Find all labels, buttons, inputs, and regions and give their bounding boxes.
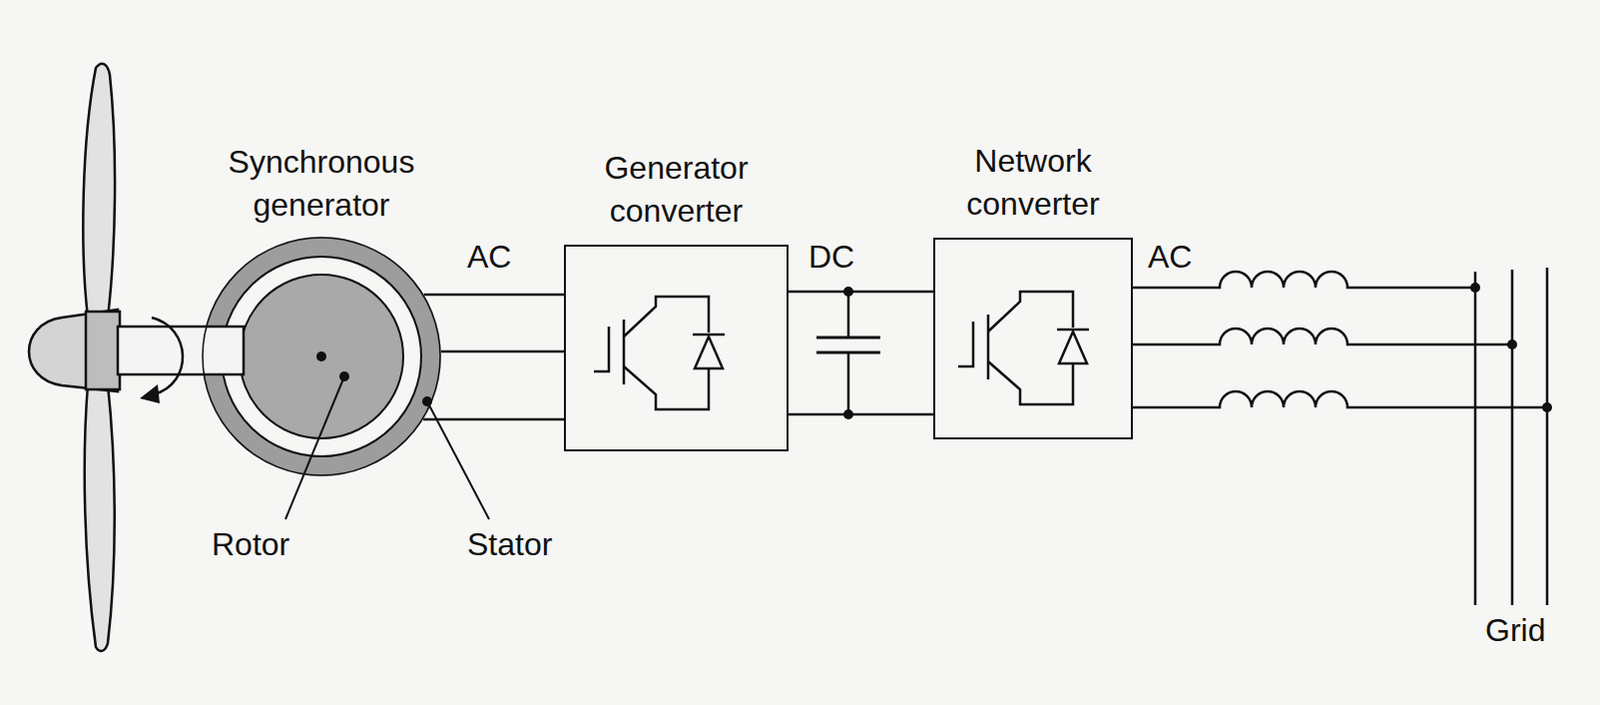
igbt-symbol-part — [694, 336, 723, 369]
ac-wires-part — [1132, 391, 1548, 408]
part-label: AC — [1147, 237, 1192, 276]
igbt-symbol-part — [623, 366, 709, 410]
part-label: Rotor — [211, 525, 290, 563]
igbt-symbol-part — [1059, 331, 1087, 364]
arrow-head — [139, 384, 160, 404]
capacitor — [816, 291, 881, 415]
junction-dot — [1470, 282, 1481, 293]
generator-node: Synchronous generator — [201, 236, 442, 477]
igbt-symbol-part — [988, 291, 1073, 332]
capacitor-part — [847, 352, 851, 415]
grid-busbars-part — [1474, 271, 1478, 605]
capacitor-part — [847, 291, 851, 338]
node-heading: Synchronous generator — [228, 140, 416, 227]
rotor-centre — [316, 351, 327, 362]
igbt-symbol-part — [692, 333, 725, 337]
wire — [441, 350, 564, 354]
part-label: Stator — [467, 525, 552, 563]
wire-label: AC — [467, 237, 512, 276]
connector-wires — [423, 294, 564, 420]
ac-wires — [1132, 271, 1548, 408]
converter-box: Network converter — [933, 237, 1133, 440]
node-heading: Network converter — [966, 139, 1099, 226]
blade — [82, 63, 115, 318]
leader-lines — [285, 376, 490, 520]
rotation-arrow — [151, 317, 183, 395]
ac-wires-part — [1132, 328, 1513, 345]
wire-label: DC — [808, 237, 855, 276]
connector-wires — [788, 291, 934, 415]
wire — [788, 413, 934, 417]
igbt-symbol-part — [988, 361, 1073, 405]
igbt-symbol-part — [622, 319, 626, 385]
junction-dot — [1507, 339, 1518, 350]
leader-line — [285, 376, 345, 520]
igbt-symbol — [958, 291, 1089, 405]
turbine — [28, 63, 120, 651]
igbt-symbol-part — [958, 321, 974, 367]
wire — [423, 418, 564, 422]
wire — [788, 290, 934, 294]
wire — [424, 293, 564, 297]
part-label: Grid — [1485, 610, 1546, 649]
hub-band — [85, 311, 120, 390]
igbt-symbol-part — [1057, 328, 1089, 332]
igbt-symbol-part — [593, 326, 609, 372]
node-heading: Generator converter — [603, 146, 748, 233]
leader-dot — [339, 371, 350, 382]
capacitor-part — [816, 336, 881, 340]
blade — [84, 384, 115, 651]
generator-outline — [201, 236, 442, 477]
grid-busbars-part — [1511, 269, 1515, 605]
stator-outline — [202, 237, 441, 476]
grid-busbars-part — [1546, 267, 1550, 605]
converter-box: Generator converter — [563, 244, 789, 452]
igbt-symbol-part — [987, 314, 991, 380]
air-gap — [221, 256, 422, 457]
igbt-symbol-part — [623, 296, 709, 337]
igbt-symbol — [593, 296, 725, 410]
junction-dot — [1542, 402, 1553, 413]
rotor — [239, 274, 404, 439]
grid-busbars — [1475, 267, 1548, 605]
